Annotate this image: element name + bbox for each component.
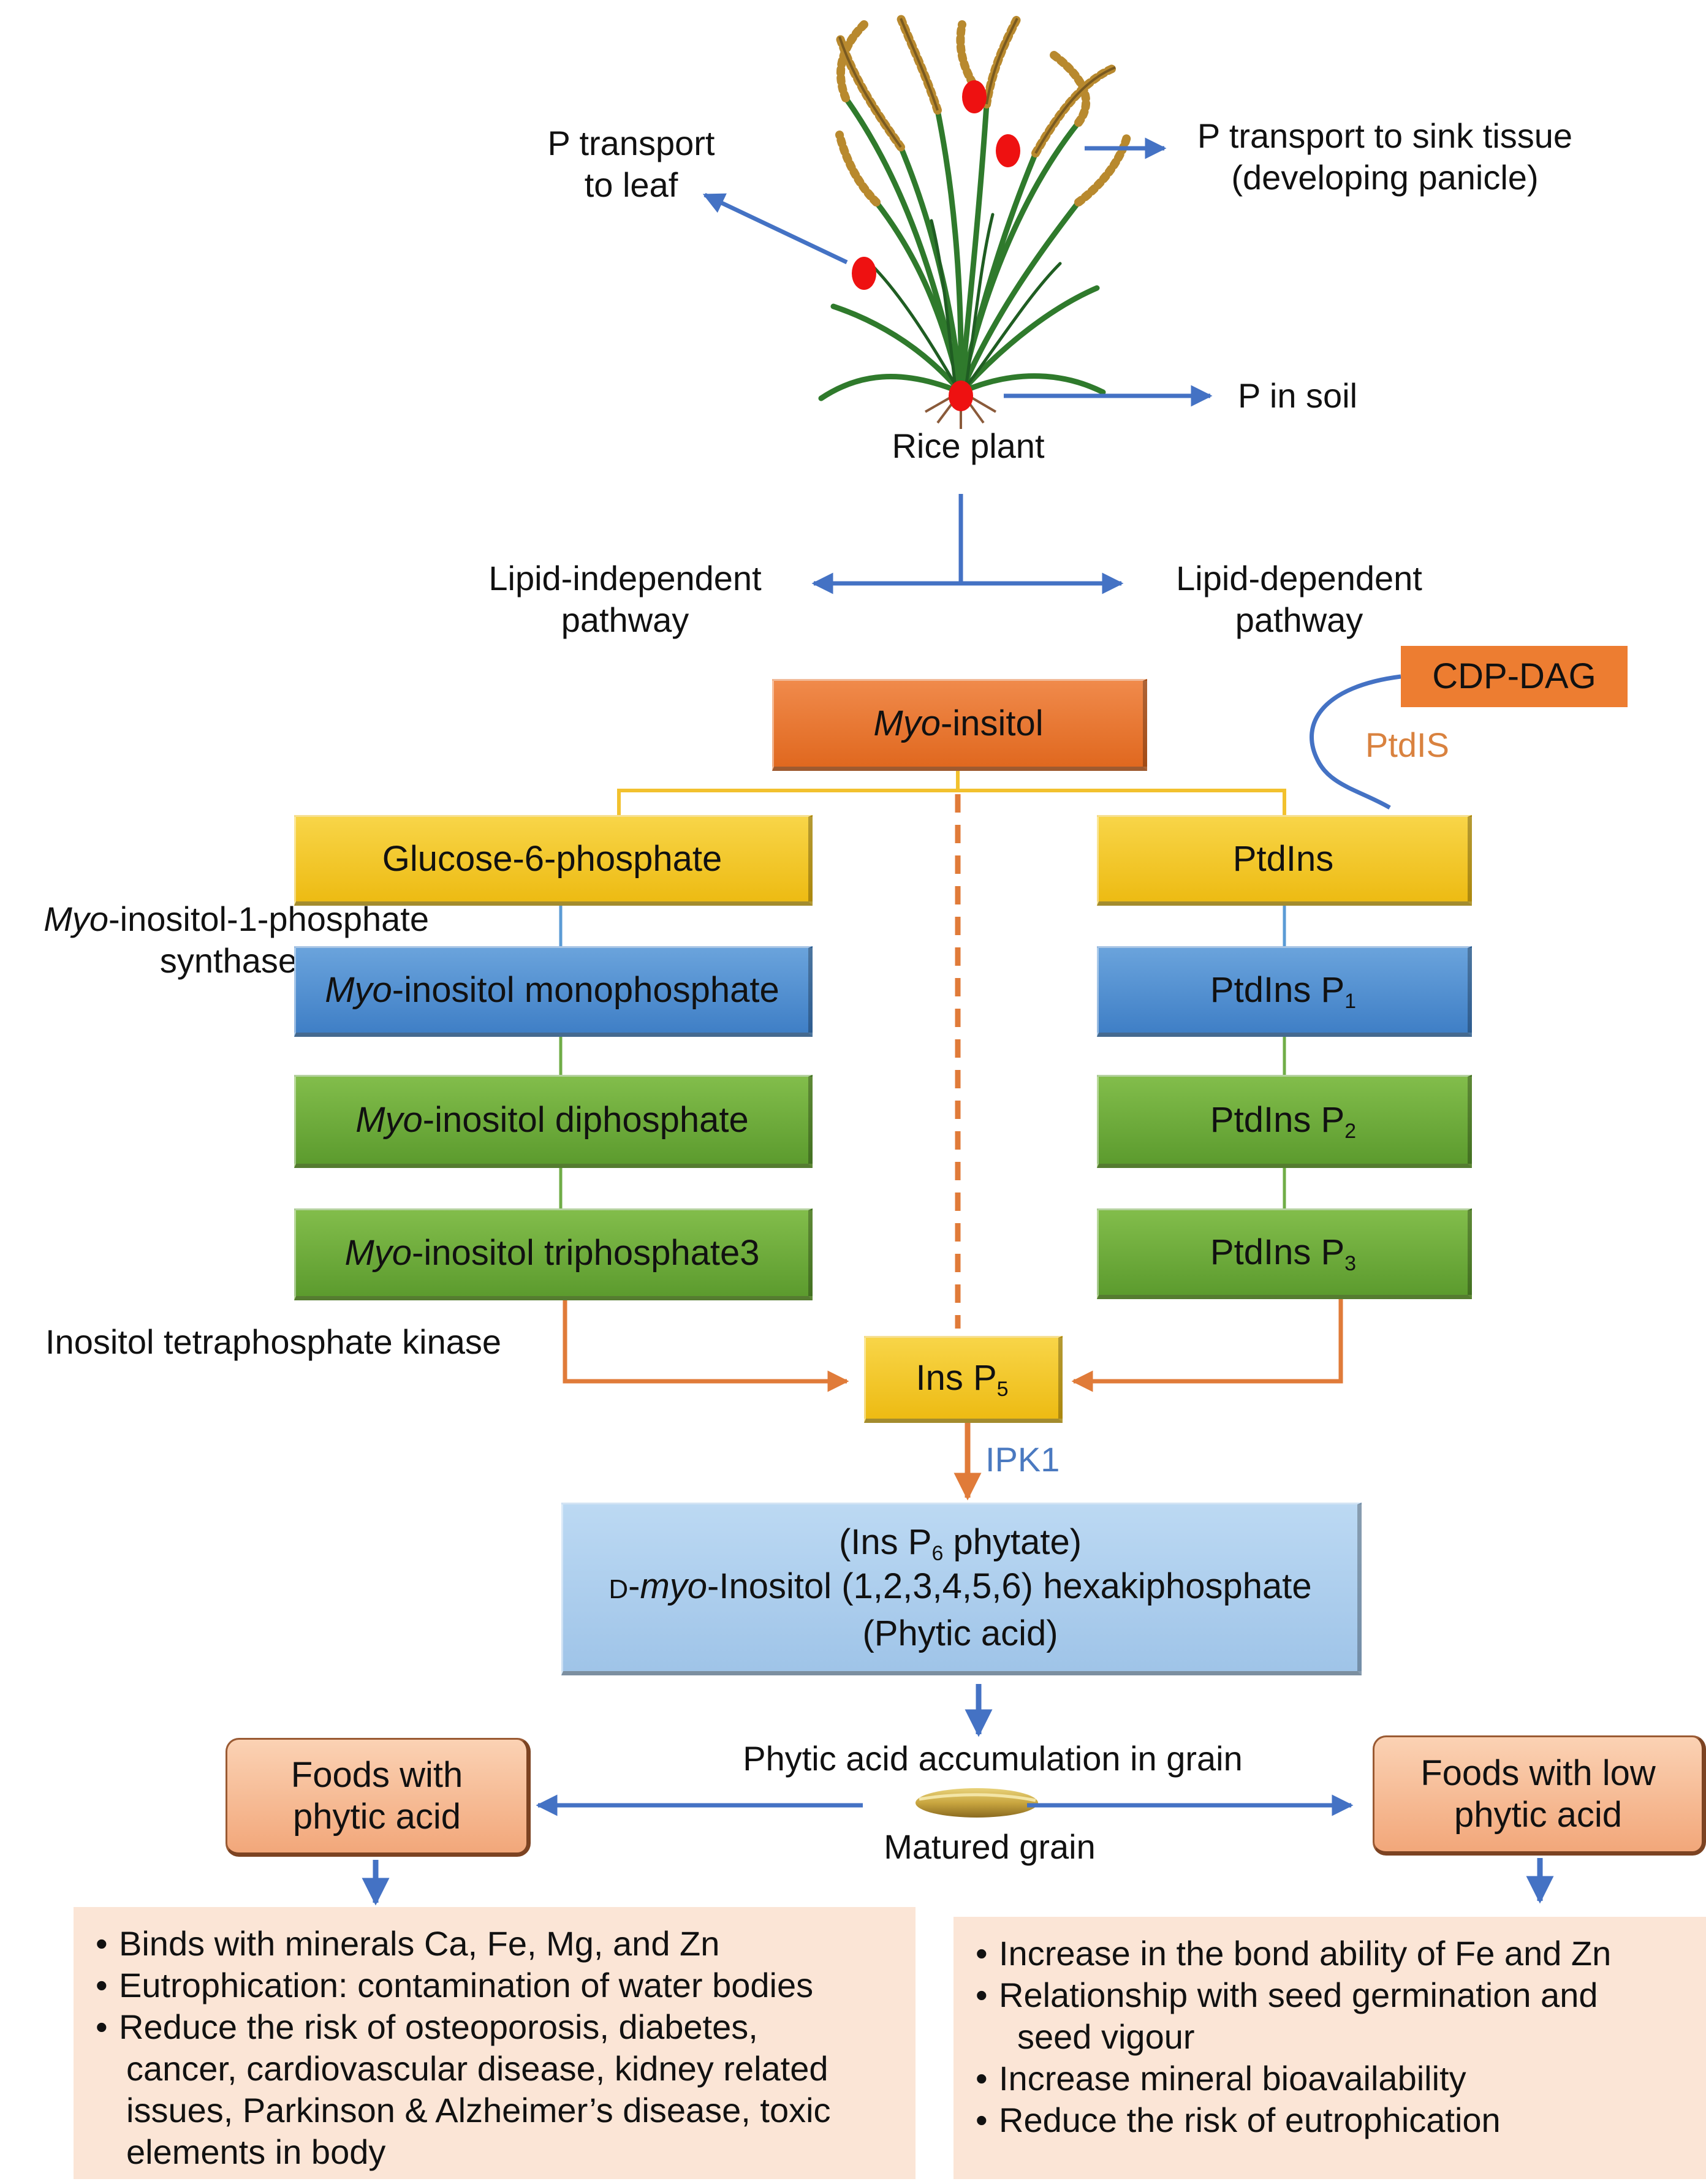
effect-item-continuation: issues, Parkinson & Alzheimer’s disease,… bbox=[126, 2091, 831, 2129]
p-dot-panicle-1 bbox=[962, 80, 987, 113]
panel-effects-with-phytic-acid: Binds with minerals Ca, Fe, Mg, and Zn E… bbox=[74, 1907, 916, 2179]
effect-item: Increase in the bond ability of Fe and Z… bbox=[967, 1933, 1694, 1974]
p-dot-root bbox=[949, 381, 973, 411]
label-transport-to-leaf: P transport to leaf bbox=[547, 124, 715, 204]
panel-effects-with-low-phytic-acid: Increase in the bond ability of Fe and Z… bbox=[953, 1917, 1706, 2179]
box-myo-inositol-triphosphate: Myo-inositol triphosphate3 bbox=[294, 1208, 813, 1300]
effect-item: Relationship with seed germination and bbox=[967, 1974, 1694, 2016]
label-lipid-independent: Lipid-independent pathway bbox=[488, 559, 762, 639]
rice-plant-illustration bbox=[818, 14, 1132, 429]
box-phytic-acid: (Ins P6 phytate) D-myo-Inositol (1,2,3,4… bbox=[561, 1503, 1362, 1675]
myo-inositol-branch-connector bbox=[617, 789, 1286, 815]
box-foods-with-phytic-acid: Foods with phytic acid bbox=[226, 1738, 531, 1857]
box-ptdins-p1: PtdIns P1 bbox=[1097, 946, 1472, 1037]
effect-item: Eutrophication: contamination of water b… bbox=[87, 1965, 903, 2006]
effect-item: Reduce the risk of osteoporosis, diabete… bbox=[87, 2006, 903, 2048]
enzyme-ptdis: PtdIS bbox=[1365, 726, 1449, 764]
box-ins-p5: Ins P5 bbox=[864, 1336, 1063, 1423]
effect-item-continuation: elements in body bbox=[126, 2133, 386, 2171]
arrow-tri-to-insp5 bbox=[563, 1300, 849, 1392]
enzyme-myo-inositol-1-phosphate-synthase: Myo-inositol-1-phosphate synthase bbox=[44, 900, 429, 980]
matured-grain-icon bbox=[916, 1788, 1038, 1818]
effect-item: Binds with minerals Ca, Fe, Mg, and Zn bbox=[87, 1923, 903, 1965]
p-dot-leaf bbox=[852, 257, 876, 290]
box-glucose-6-phosphate: Glucose-6-phosphate bbox=[294, 815, 813, 906]
label-lipid-dependent: Lipid-dependent pathway bbox=[1176, 559, 1422, 639]
box-myo-inositol: Myo-insitol bbox=[772, 679, 1147, 771]
label-phytic-acid-accumulation: Phytic acid accumulation in grain bbox=[743, 1739, 1243, 1778]
label-transport-to-sink: P transport to sink tissue (developing p… bbox=[1197, 116, 1573, 197]
box-myo-inositol-monophosphate: Myo-inositol monophosphate bbox=[294, 946, 813, 1037]
effect-item: Increase mineral bioavailability bbox=[967, 2058, 1694, 2099]
arrow-to-leaf bbox=[702, 192, 848, 265]
effect-item-continuation: cancer, cardiovascular disease, kidney r… bbox=[126, 2049, 828, 2088]
box-foods-with-low-phytic-acid: Foods with low phytic acid bbox=[1373, 1735, 1706, 1856]
box-ptdins-p3: PtdIns P3 bbox=[1097, 1208, 1472, 1299]
box-cdp-dag: CDP-DAG bbox=[1401, 646, 1628, 707]
box-myo-inositol-diphosphate: Myo-inositol diphosphate bbox=[294, 1075, 813, 1168]
label-matured-grain: Matured grain bbox=[884, 1827, 1096, 1866]
label-rice-plant: Rice plant bbox=[892, 427, 1045, 465]
box-ptdins: PtdIns bbox=[1097, 815, 1472, 906]
box-ptdins-p2: PtdIns P2 bbox=[1097, 1075, 1472, 1168]
p-dot-panicle-2 bbox=[996, 134, 1020, 167]
cdp-dag-curve bbox=[1310, 674, 1401, 810]
effect-item-continuation: seed vigour bbox=[1017, 2017, 1195, 2056]
effect-item: Reduce the risk of eutrophication bbox=[967, 2099, 1694, 2141]
label-p-in-soil: P in soil bbox=[1238, 376, 1358, 415]
enzyme-inositol-tetraphosphate-kinase: Inositol tetraphosphate kinase bbox=[45, 1322, 502, 1361]
arrow-p3-to-insp5 bbox=[1071, 1298, 1343, 1392]
enzyme-ipk1: IPK1 bbox=[985, 1440, 1060, 1479]
